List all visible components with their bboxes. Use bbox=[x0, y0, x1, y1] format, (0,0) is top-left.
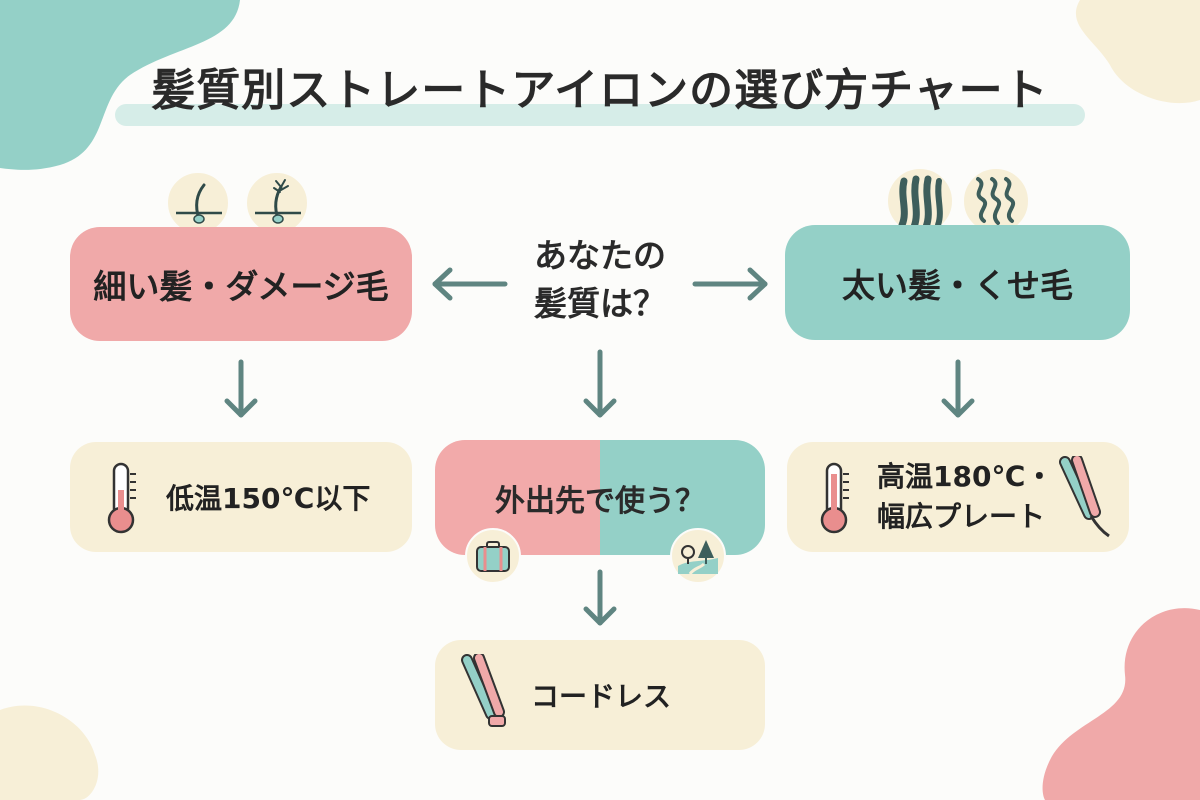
thermometer-icon bbox=[107, 462, 136, 534]
arrow-right-down bbox=[941, 359, 975, 418]
outdoor-use-question-label: 外出先で使う？ bbox=[495, 483, 705, 519]
cordless-result-box: コードレス bbox=[435, 640, 765, 750]
hair-follicle-thin-icon bbox=[166, 171, 230, 235]
high-temp-result-line-1: 高温180℃・ bbox=[877, 460, 1054, 493]
straight-thick-hair-icon bbox=[886, 167, 954, 235]
high-temp-result-line-2: 幅広プレート bbox=[877, 500, 1046, 533]
high-temp-wide-plate-result-box: 高温180℃・ 幅広プレート bbox=[787, 442, 1129, 552]
title-highlight bbox=[115, 104, 1085, 126]
thick-curly-hair-box: 太い髪・くせ毛 bbox=[785, 225, 1130, 340]
hair-follicle-damaged-icon bbox=[245, 171, 309, 235]
outdoor-use-question-pink-half bbox=[435, 440, 600, 555]
corner-blob-top-left bbox=[0, 0, 240, 170]
arrow-bottom-down bbox=[583, 569, 617, 626]
flat-iron-icon bbox=[461, 654, 506, 727]
suitcase-icon bbox=[465, 528, 521, 584]
hair-type-question: あなたの 髪質は？ bbox=[505, 232, 695, 328]
flat-iron-icon bbox=[1059, 456, 1110, 538]
title-area: 髪質別ストレートアイロンの選び方チャート bbox=[115, 60, 1085, 130]
low-temp-result-box: 低温150℃以下 bbox=[70, 442, 412, 552]
corner-blob-top-right bbox=[1075, 0, 1200, 104]
thin-damaged-hair-box: 細い髪・ダメージ毛 bbox=[70, 227, 412, 341]
hair-type-question-line-2: 髪質は？ bbox=[534, 284, 666, 323]
arrow-to-left-type bbox=[432, 267, 508, 301]
arrow-left-down bbox=[224, 359, 258, 418]
low-temp-result-label: 低温150℃以下 bbox=[166, 482, 371, 515]
curly-hair-icon bbox=[962, 167, 1030, 235]
outdoor-landscape-icon bbox=[670, 528, 726, 584]
thick-curly-hair-label: 太い髪・くせ毛 bbox=[842, 265, 1073, 305]
thermometer-icon bbox=[820, 462, 849, 534]
arrow-to-right-type bbox=[692, 267, 768, 301]
thin-damaged-hair-label: 細い髪・ダメージ毛 bbox=[93, 267, 389, 306]
corner-blob-bottom-left bbox=[0, 705, 99, 800]
hair-type-question-line-1: あなたの bbox=[534, 236, 666, 275]
high-temp-wide-plate-text: 高温180℃・ 幅広プレート bbox=[877, 457, 1053, 537]
corner-blob-bottom-right bbox=[1042, 608, 1200, 800]
arrow-center-down bbox=[583, 349, 617, 418]
page-title: 髪質別ストレートアイロンの選び方チャート bbox=[151, 65, 1049, 116]
cordless-result-label: コードレス bbox=[531, 680, 672, 713]
